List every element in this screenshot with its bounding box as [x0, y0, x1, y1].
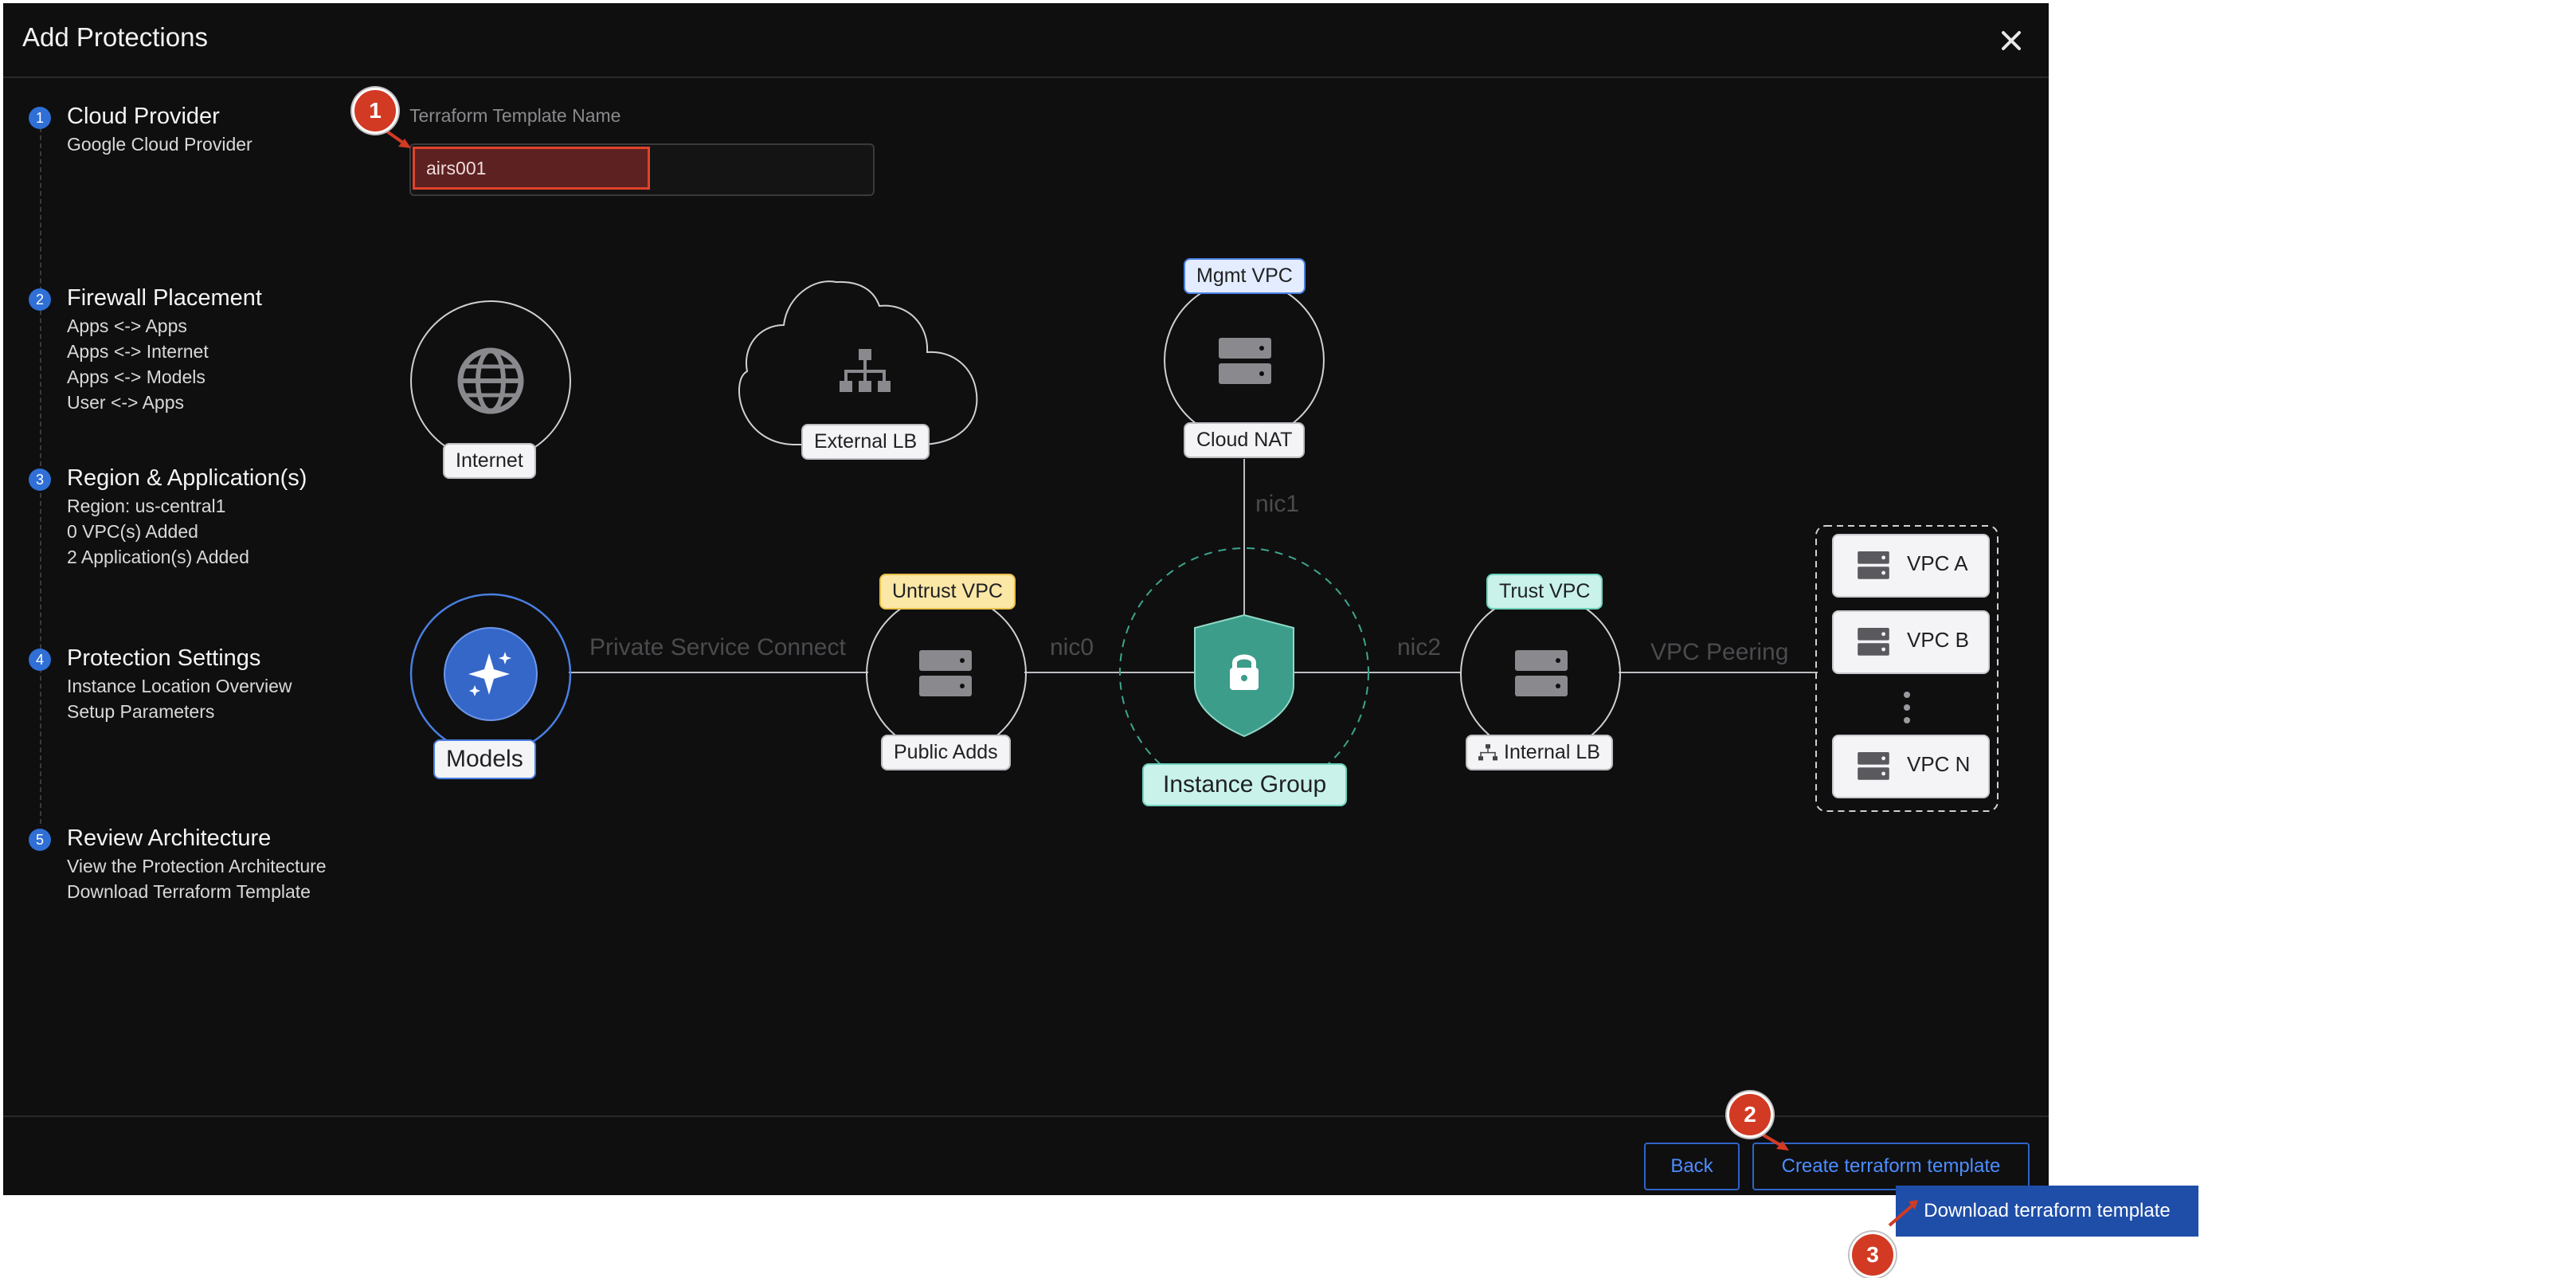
dialog-title: Add Protections: [22, 22, 208, 52]
step-number: 3: [29, 468, 51, 491]
server-icon: [919, 650, 972, 696]
mgmt-vpc-tag: Mgmt VPC: [1184, 258, 1306, 294]
instance-group-label: Instance Group: [1142, 763, 1348, 806]
step-title: Region & Application(s): [67, 465, 307, 491]
internal-lb-label: Internal LB: [1466, 735, 1613, 770]
create-terraform-template-button[interactable]: Create terraform template: [1752, 1143, 2030, 1190]
models-label: Models: [433, 739, 536, 779]
step-title: Firewall Placement: [67, 285, 262, 311]
step-detail: Apps <-> Models: [67, 367, 206, 387]
server-icon: [1858, 628, 1889, 656]
untrust-vpc-tag: Untrust VPC: [879, 574, 1016, 610]
callout-badge: 2: [1727, 1092, 1773, 1138]
dialog-header: Add Protections: [3, 3, 2049, 78]
step-number: 1: [29, 107, 51, 129]
lock-icon: [1230, 654, 1259, 690]
step-detail: View the Protection Architecture: [67, 856, 327, 876]
step-detail: Instance Location Overview: [67, 676, 292, 696]
close-icon: [2002, 31, 2021, 50]
step-number: 2: [29, 288, 51, 311]
close-button[interactable]: [1990, 19, 2033, 62]
globe-icon: [457, 347, 524, 414]
step-detail: Region: us-central1: [67, 496, 226, 516]
private-service-connect-label: Private Service Connect: [589, 634, 846, 661]
public-adds-label: Public Adds: [881, 735, 1011, 770]
network-hierarchy-icon: [840, 349, 891, 392]
step-detail: Download Terraform Template: [67, 881, 311, 902]
vpc-b-box: VPC B: [1832, 610, 1990, 674]
step-detail: Google Cloud Provider: [67, 134, 253, 155]
vpc-a-label: VPC A: [1907, 551, 1968, 575]
dialog-footer: Back Create terraform template: [3, 1115, 2049, 1197]
step-detail: Apps <-> Internet: [67, 341, 209, 362]
step-title: Review Architecture: [67, 825, 272, 851]
template-name-field: [409, 143, 875, 196]
trust-vpc-tag: Trust VPC: [1486, 574, 1603, 610]
vpc-n-label: VPC N: [1907, 752, 1971, 776]
step-detail: Apps <-> Apps: [67, 316, 187, 336]
architecture-diagram: Internet External LB Mgmt VPC Cloud NAT …: [3, 3, 2049, 1119]
network-hierarchy-icon: [1478, 744, 1497, 761]
nic1-label: nic1: [1255, 491, 1300, 517]
download-terraform-template-menu-item[interactable]: Download terraform template: [1896, 1186, 2198, 1237]
nic0-label: nic0: [1050, 634, 1094, 661]
server-icon: [1515, 650, 1568, 696]
add-protections-dialog: Add Protections 1 Cloud Provider Google …: [3, 3, 2049, 1195]
step-title: Protection Settings: [67, 645, 261, 671]
vpc-n-box: VPC N: [1832, 735, 1990, 798]
server-icon: [1219, 338, 1271, 384]
cloud-nat-label: Cloud NAT: [1184, 422, 1306, 458]
callout-badge: 3: [1850, 1232, 1896, 1278]
external-lb-label: External LB: [801, 424, 930, 460]
template-name-label: Terraform Template Name: [409, 105, 621, 126]
back-button[interactable]: Back: [1644, 1143, 1740, 1190]
vpc-peering-label: VPC Peering: [1650, 639, 1789, 665]
steps-connector-line: [40, 112, 41, 824]
template-name-input[interactable]: [413, 147, 650, 190]
step-title: Cloud Provider: [67, 104, 220, 129]
step-detail: 2 Application(s) Added: [67, 547, 249, 567]
server-icon: [1858, 752, 1889, 780]
sparkle-icon: [468, 652, 511, 696]
step-detail: User <-> Apps: [67, 392, 185, 413]
internet-label: Internet: [443, 443, 536, 479]
step-number: 4: [29, 649, 51, 671]
nic2-label: nic2: [1397, 634, 1442, 661]
vpc-a-box: VPC A: [1832, 534, 1990, 598]
callout-badge: 1: [352, 88, 398, 134]
internal-lb-text: Internal LB: [1504, 741, 1600, 763]
vpc-b-label: VPC B: [1907, 628, 1970, 652]
step-number: 5: [29, 829, 51, 851]
step-detail: 0 VPC(s) Added: [67, 521, 198, 542]
server-icon: [1858, 551, 1889, 579]
step-detail: Setup Parameters: [67, 701, 215, 722]
